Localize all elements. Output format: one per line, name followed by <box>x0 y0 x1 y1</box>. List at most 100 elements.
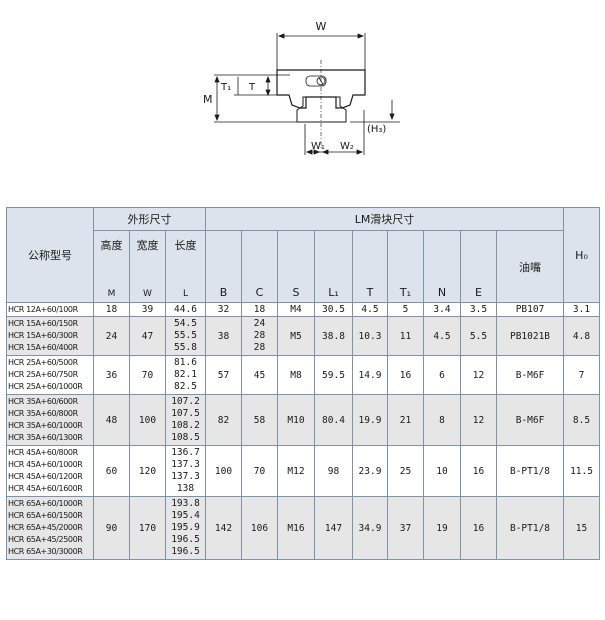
cell-t: 10.3 <box>352 316 388 356</box>
cell-e: 12 <box>460 355 497 395</box>
cell-nipple: PB1021B <box>495 316 565 356</box>
label-w1: W₁ <box>311 141 325 152</box>
cell-nipple: B-PT1/8 <box>495 445 565 497</box>
w-arrows <box>277 33 365 39</box>
cell-model-line: HCR 45A+60/800R <box>8 448 78 457</box>
cell-b: 142 <box>205 496 242 560</box>
cell-e: 16 <box>460 496 497 560</box>
cell-s: M8 <box>277 355 315 395</box>
cell-nipple: B-M6F <box>495 394 565 446</box>
cell-l-line: 82.5 <box>174 381 197 392</box>
cell-m: 48 <box>93 394 130 446</box>
cell-b: 57 <box>205 355 242 395</box>
cell-l1: 38.8 <box>314 316 353 356</box>
cell-h0: 7 <box>563 355 601 395</box>
cell-l-line: 195.4 <box>171 510 200 521</box>
cell-model-line: HCR 25A+60/500R <box>8 358 78 367</box>
cell-c: 58 <box>241 394 278 446</box>
cell-c-line: 24 <box>253 318 266 329</box>
cell-model-line: HCR 65A+45/2000R <box>8 523 83 532</box>
cell-l1: 30.5 <box>314 302 353 317</box>
header-t1: T₁ <box>387 230 424 303</box>
header-h0: H₀ <box>563 207 601 303</box>
header-c: C <box>241 230 278 303</box>
cell-e: 5.5 <box>460 316 497 356</box>
cell-m: 24 <box>93 316 130 356</box>
cell-l-line: 107.2 <box>171 396 200 407</box>
cell-n: 19 <box>423 496 461 560</box>
cell-e: 12 <box>460 394 497 446</box>
table-row: HCR 35A+60/600R HCR 35A+60/800R HCR 35A+60… <box>6 394 601 446</box>
cell-l-line: 136.7 <box>171 447 200 458</box>
cell-l-line: 137.3 <box>171 471 200 482</box>
cell-model-line: HCR 45A+60/1000R <box>8 460 83 469</box>
m-arrows <box>214 75 220 122</box>
cell-b: 38 <box>205 316 242 356</box>
cell-t1: 21 <box>387 394 424 446</box>
header-outer-dims: 外形尺寸 <box>93 207 206 231</box>
cell-l-line: 55.8 <box>174 342 197 353</box>
cell-nipple: B-M6F <box>495 355 565 395</box>
cell-l-line: 82.1 <box>174 369 197 380</box>
cell-n: 10 <box>423 445 461 497</box>
cell-model-line: HCR 65A+30/3000R <box>8 547 83 556</box>
rail-outline <box>296 96 347 123</box>
cell-h0: 11.5 <box>563 445 601 497</box>
cell-l1: 80.4 <box>314 394 353 446</box>
cell-model-line: HCR 15A+60/150R <box>8 319 78 328</box>
cell-t: 34.9 <box>352 496 388 560</box>
cell-model: HCR 12A+60/100R <box>6 302 94 317</box>
cell-c: 18 <box>241 302 278 317</box>
cell-e: 16 <box>460 445 497 497</box>
cell-model-line: HCR 35A+60/600R <box>8 397 78 406</box>
cell-model-line: HCR 35A+60/800R <box>8 409 78 418</box>
cell-e: 3.5 <box>460 302 497 317</box>
cell-s: M12 <box>277 445 315 497</box>
header-n: N <box>423 230 461 303</box>
cell-nipple: PB107 <box>495 302 565 317</box>
cell-model: HCR 35A+60/600R HCR 35A+60/800R HCR 35A+60… <box>6 394 94 446</box>
cell-n: 4.5 <box>423 316 461 356</box>
cell-t1: 25 <box>387 445 424 497</box>
header-l1: L₁ <box>314 230 353 303</box>
cell-c-line: 28 <box>253 330 266 341</box>
cell-l-line: 193.8 <box>171 498 200 509</box>
cell-nipple: B-PT1/8 <box>495 496 565 560</box>
cell-s: M10 <box>277 394 315 446</box>
cell-w: 39 <box>129 302 166 317</box>
cell-l-line: 195.9 <box>171 522 200 533</box>
label-m: M <box>203 93 213 106</box>
cell-l-line: 81.6 <box>174 357 197 368</box>
cell-h0: 15 <box>563 496 601 560</box>
cell-l1: 147 <box>314 496 353 560</box>
label-w2: W₂ <box>340 141 354 152</box>
t-arrows <box>265 75 271 97</box>
cell-c: 45 <box>241 355 278 395</box>
cell-b: 32 <box>205 302 242 317</box>
cell-m: 18 <box>93 302 130 317</box>
label-t: T <box>248 82 256 93</box>
cell-model-line: HCR 35A+60/1300R <box>8 433 83 442</box>
h3-arrow <box>389 113 395 121</box>
cell-h0: 3.1 <box>563 302 601 317</box>
header-oil-nipple: 油嘴 <box>495 230 565 303</box>
cell-t: 23.9 <box>352 445 388 497</box>
cell-s: M5 <box>277 316 315 356</box>
header-t: T <box>352 230 388 303</box>
cell-model-line: HCR 15A+60/300R <box>8 331 78 340</box>
cross-section-diagram: W M T₁ T (H₃) W₁ W₂ <box>203 20 400 155</box>
cell-model-line: HCR 25A+60/1000R <box>8 382 83 391</box>
cell-w: 47 <box>129 316 166 356</box>
